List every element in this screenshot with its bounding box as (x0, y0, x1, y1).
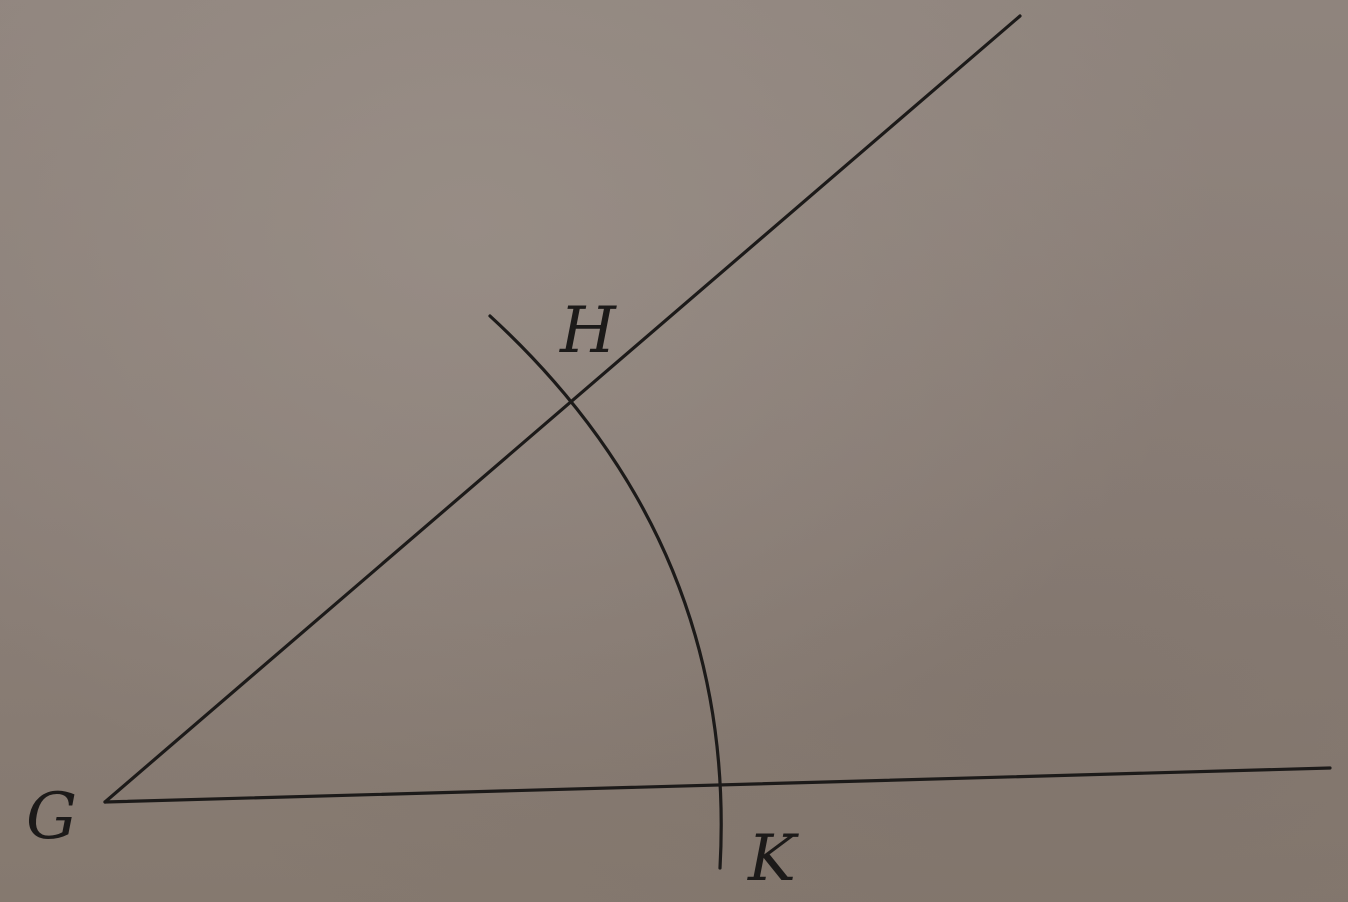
point-label-k: K (747, 822, 799, 896)
point-label-h: H (559, 294, 617, 368)
ray-gk (103, 766, 1332, 804)
ray-gh (103, 14, 1022, 804)
compass-arc (488, 314, 723, 870)
point-label-g: G (26, 780, 77, 854)
